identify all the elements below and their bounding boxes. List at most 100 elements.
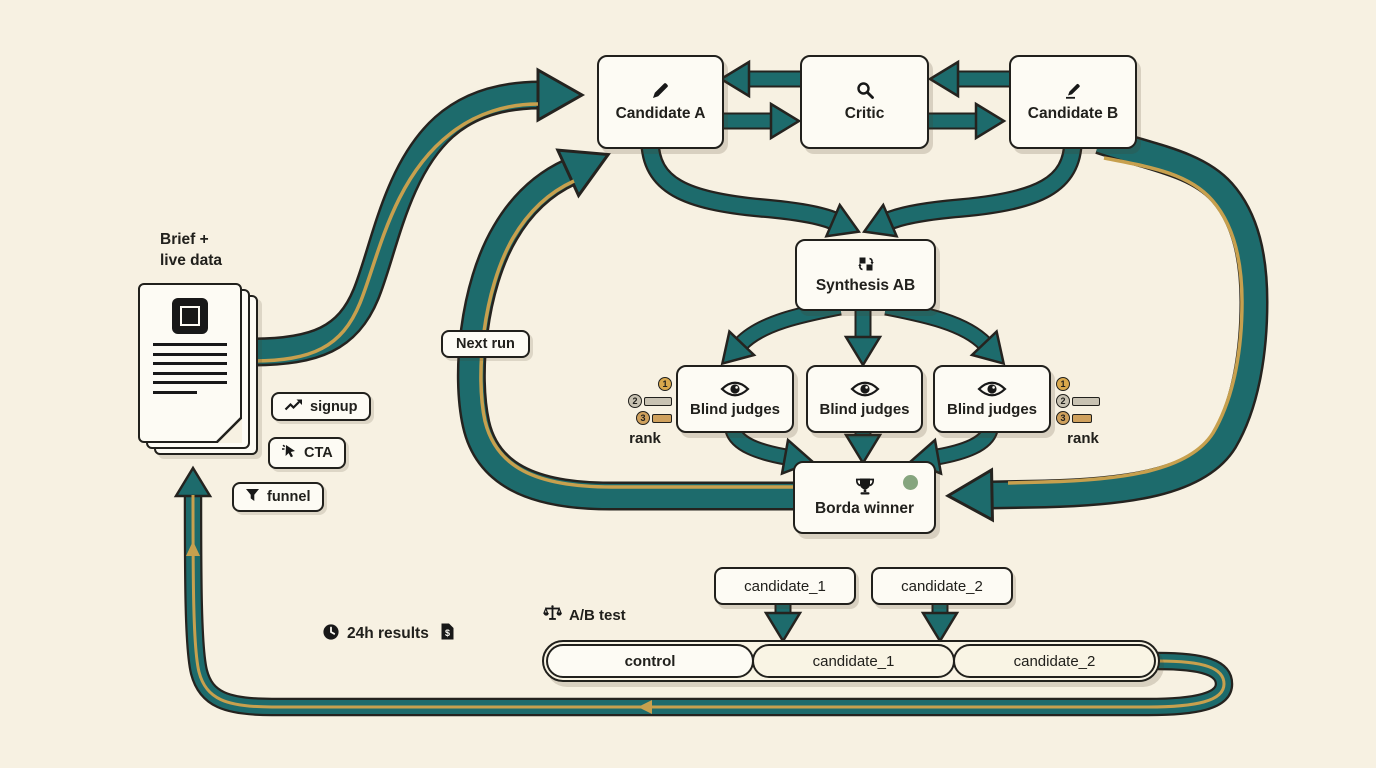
node-borda-winner: Borda winner — [793, 461, 936, 534]
node-blind-judges-2: Blind judges — [806, 365, 923, 433]
node-blind-judges-3: Blind judges — [933, 365, 1051, 433]
gold-chevron-left-icon — [638, 700, 652, 714]
node-label: Critic — [844, 105, 885, 122]
text-line — [153, 371, 227, 375]
rank-bar-3 — [652, 413, 672, 423]
brief-document-stack — [138, 283, 264, 463]
arrow-candidate-b-loop-to-borda — [944, 126, 1269, 523]
segment-label: candidate_1 — [812, 652, 895, 670]
candidate-2-box: candidate_2 — [871, 567, 1013, 605]
results-label: 24h results $ — [322, 622, 455, 646]
results-text: 24h results — [347, 625, 429, 642]
chip-icon — [172, 298, 208, 334]
arrow-brief-to-candidate-a — [251, 67, 586, 367]
rank-widget-left: 1 2 3 rank — [618, 377, 672, 447]
rank-row-3: 3 — [1056, 411, 1092, 425]
node-label: Blind judges — [690, 401, 780, 418]
node-blind-judges-1: Blind judges — [676, 365, 794, 433]
ab-test-bar: control candidate_1 candidate_2 — [542, 640, 1160, 682]
swap-sync-icon — [857, 255, 875, 273]
next-run-label: Next run — [441, 330, 530, 358]
rank-row-3: 3 — [636, 411, 672, 425]
folded-corner-icon — [216, 417, 242, 443]
rank-badge-2: 2 — [628, 394, 642, 408]
rank-row-2: 2 — [1056, 394, 1100, 408]
eye-icon — [720, 380, 750, 398]
rank-row-1: 1 — [1056, 377, 1070, 391]
rank-bar-2 — [1072, 396, 1100, 406]
arrow-synthesis-to-judge-3 — [884, 298, 1006, 366]
rank-widget-right: 1 2 3 rank — [1056, 377, 1110, 447]
rank-badge-3: 3 — [636, 411, 650, 425]
brief-title-line2: live data — [160, 251, 223, 269]
arrow-borda-next-run-loop — [456, 148, 797, 511]
node-label: Candidate B — [1027, 104, 1119, 122]
pencil-edit-icon — [1064, 82, 1083, 99]
eye-icon — [977, 380, 1007, 398]
node-label: Candidate A — [615, 104, 706, 122]
rank-badge-3: 3 — [1056, 411, 1070, 425]
node-label: Blind judges — [947, 401, 1037, 418]
arrow-results-loop-to-brief — [173, 465, 1234, 717]
pencil-icon — [652, 82, 669, 99]
tag-funnel: funnel — [232, 482, 324, 512]
ab-test-text: A/B test — [569, 606, 626, 624]
rank-bar-3 — [1072, 413, 1092, 423]
arrow-judge-3-to-borda — [908, 426, 999, 476]
node-label: Borda winner — [814, 500, 915, 517]
winner-dot-icon — [903, 475, 918, 490]
dollar-document-icon: $ — [440, 622, 455, 646]
trend-up-icon — [284, 398, 303, 415]
search-icon — [856, 81, 874, 99]
node-synthesis: Synthesis AB — [795, 239, 936, 311]
tag-label: funnel — [267, 489, 311, 505]
node-label: Blind judges — [819, 401, 910, 418]
candidate-1-box: candidate_1 — [714, 567, 856, 605]
segment-label: control — [624, 652, 676, 670]
clock-icon — [322, 623, 340, 646]
arrow-judge-1-to-borda — [724, 426, 815, 476]
brief-title-line1: Brief + — [160, 231, 209, 248]
arrow-synthesis-to-judge-1 — [720, 298, 842, 366]
segment-control: control — [546, 644, 754, 678]
document-page-front — [138, 283, 242, 443]
gold-chevron-up-icon — [186, 541, 200, 556]
segment-candidate-1: candidate_1 — [752, 644, 955, 678]
rank-label: rank — [1067, 430, 1099, 447]
node-label: Synthesis AB — [815, 277, 916, 294]
candidate-2-label: candidate_2 — [901, 577, 983, 595]
rank-badge-1: 1 — [1056, 377, 1070, 391]
tag-signup: signup — [271, 392, 371, 421]
funnel-icon — [245, 488, 260, 506]
text-line — [153, 352, 227, 356]
arrow-candidate-a-to-synthesis — [640, 139, 862, 238]
arrow-candidate-b-to-synthesis — [861, 139, 1083, 238]
ab-test-label: A/B test — [543, 605, 626, 625]
rank-row-1: 1 — [658, 377, 672, 391]
rank-badge-2: 2 — [1056, 394, 1070, 408]
next-run-text: Next run — [456, 336, 515, 352]
node-candidate-b: Candidate B — [1009, 55, 1137, 149]
scales-icon — [543, 605, 562, 625]
brief-title: Brief + live data — [160, 230, 222, 272]
eye-icon — [849, 380, 880, 398]
rank-label: rank — [629, 430, 661, 447]
segment-label: candidate_2 — [1013, 652, 1096, 670]
text-line — [153, 381, 227, 384]
segment-candidate-2: candidate_2 — [953, 644, 1156, 678]
rank-row-2: 2 — [628, 394, 672, 408]
rank-bar-2 — [644, 396, 672, 406]
cursor-click-icon — [281, 443, 297, 463]
text-line — [153, 362, 227, 365]
node-critic: Critic — [800, 55, 929, 149]
tag-cta: CTA — [268, 437, 346, 469]
node-candidate-a: Candidate A — [597, 55, 724, 149]
candidate-1-label: candidate_1 — [744, 577, 826, 595]
rank-badge-1: 1 — [658, 377, 672, 391]
trophy-icon — [855, 477, 875, 496]
dollar-sign: $ — [445, 628, 450, 638]
text-line — [153, 343, 227, 346]
tag-label: signup — [310, 398, 358, 415]
